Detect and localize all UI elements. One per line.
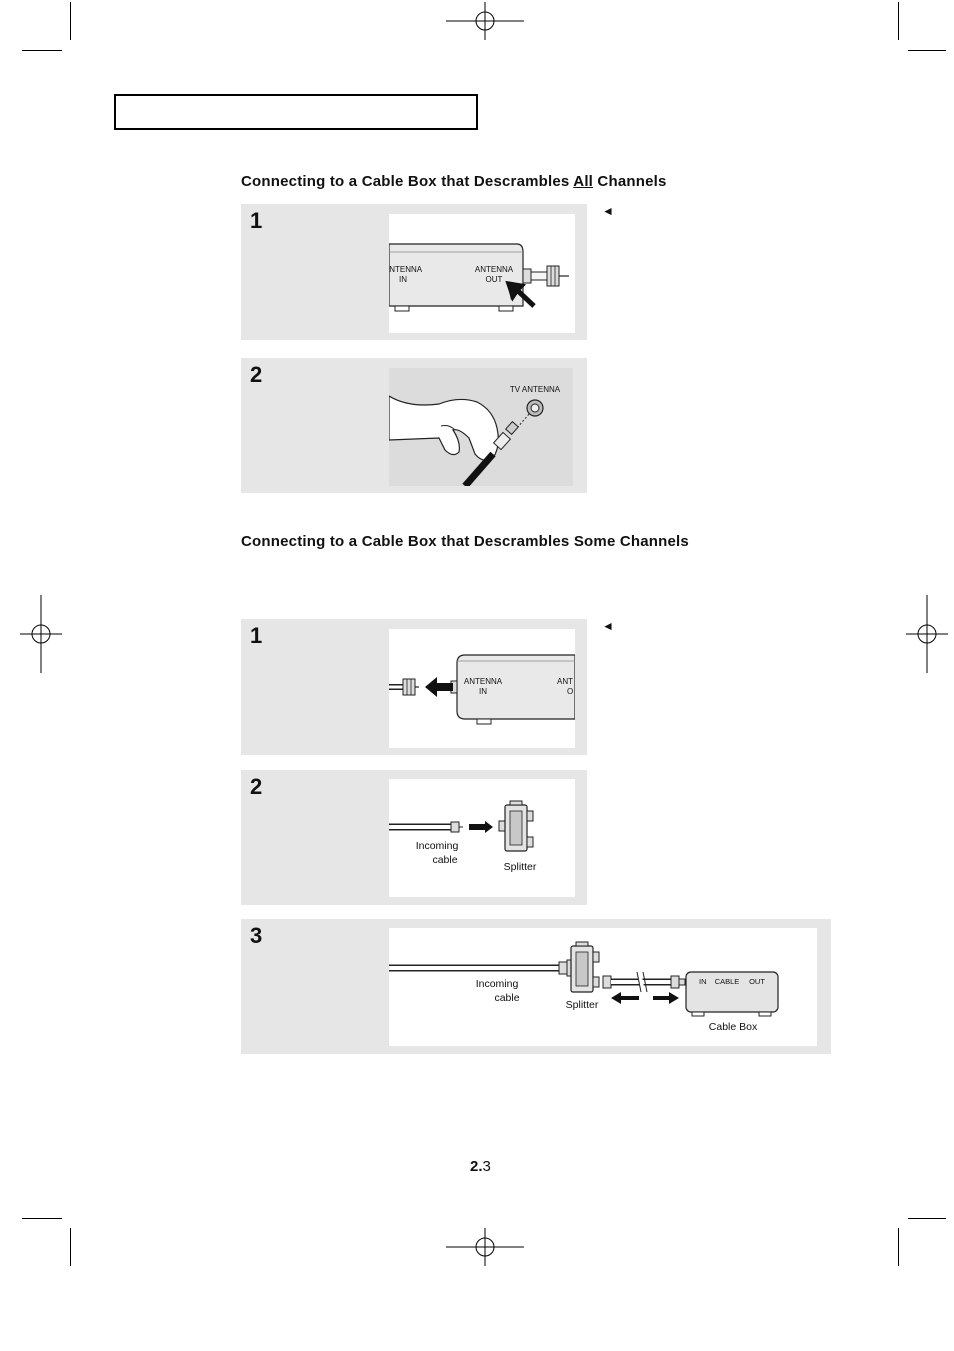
step-panel: 1 ANTENNA IN ANT O	[241, 619, 587, 755]
crop-mark	[22, 1218, 62, 1219]
illustration-cable-box-antenna-out: ANTENNA IN ANTENNA OUT	[389, 214, 575, 333]
crop-mark	[898, 2, 899, 40]
step-panel: 3 IN CABLE OUT	[241, 919, 831, 1054]
crop-mark	[898, 1228, 899, 1266]
illustration-cable-box-antenna-in: ANTENNA IN ANT O	[389, 629, 575, 748]
step-panel: 1 ANTENNA IN ANTENNA OUT	[241, 204, 587, 340]
crop-mark	[70, 1228, 71, 1266]
port-in-label: IN	[699, 977, 707, 986]
splitter-label: Splitter	[504, 861, 537, 873]
antenna-out-label: ANT	[557, 677, 573, 686]
registration-mark-icon	[446, 1228, 524, 1266]
step-number: 2	[250, 774, 263, 799]
section-title-all-channels: Connecting to a Cable Box that Descrambl…	[241, 173, 667, 190]
page-chapter: 2.	[470, 1158, 483, 1175]
page-index: 3	[482, 1158, 491, 1175]
antenna-in-label: IN	[479, 687, 487, 696]
port-cable-label: CABLE	[715, 977, 740, 986]
pointer-arrow-icon: ◄	[602, 204, 614, 218]
crop-mark	[908, 1218, 946, 1219]
step-number: 1	[250, 623, 263, 648]
cable-box-label: Cable Box	[709, 1021, 758, 1033]
incoming-cable-label: Incoming	[416, 840, 459, 852]
tv-antenna-label: TV ANTENNA	[510, 385, 561, 394]
antenna-in-label: ANTENNA	[464, 677, 503, 686]
step-number: 1	[250, 208, 263, 233]
illustration-tv-antenna-hand: TV ANTENNA	[389, 368, 573, 486]
crop-mark	[70, 2, 71, 40]
step-number: 2	[250, 362, 263, 387]
incoming-cable-label: Incoming	[476, 978, 519, 990]
antenna-out-label: O	[567, 687, 573, 696]
section-title-some-channels: Connecting to a Cable Box that Descrambl…	[241, 533, 689, 550]
incoming-cable-label: cable	[432, 854, 457, 866]
illustration-cable-to-splitter: Incoming cable Splitter	[389, 779, 575, 897]
title-emphasis: All	[573, 173, 594, 190]
step-number: 3	[250, 923, 263, 948]
crop-mark	[908, 50, 946, 51]
page-number: 2.3	[470, 1158, 491, 1175]
antenna-in-label: IN	[399, 275, 407, 284]
registration-mark-icon	[446, 2, 524, 40]
crop-mark	[22, 50, 62, 51]
antenna-out-label: OUT	[486, 275, 503, 284]
incoming-cable-label: cable	[494, 992, 519, 1004]
illustration-splitter-to-cable-box: IN CABLE OUT Incoming cable Splitter Cab…	[389, 928, 817, 1046]
chapter-header-box	[114, 94, 478, 130]
title-suffix: Channels	[593, 173, 667, 190]
pointer-arrow-icon: ◄	[602, 619, 614, 633]
antenna-out-label: ANTENNA	[475, 265, 514, 274]
registration-mark-icon	[906, 595, 948, 673]
splitter-label: Splitter	[566, 999, 599, 1011]
registration-mark-icon	[20, 595, 62, 673]
port-out-label: OUT	[749, 977, 765, 986]
antenna-in-label: ANTENNA	[389, 265, 423, 274]
step-panel: 2 Incoming cable Splitter	[241, 770, 587, 905]
title-prefix: Connecting to a Cable Box that Descrambl…	[241, 173, 574, 190]
step-panel: 2 TV ANTENNA	[241, 358, 587, 493]
